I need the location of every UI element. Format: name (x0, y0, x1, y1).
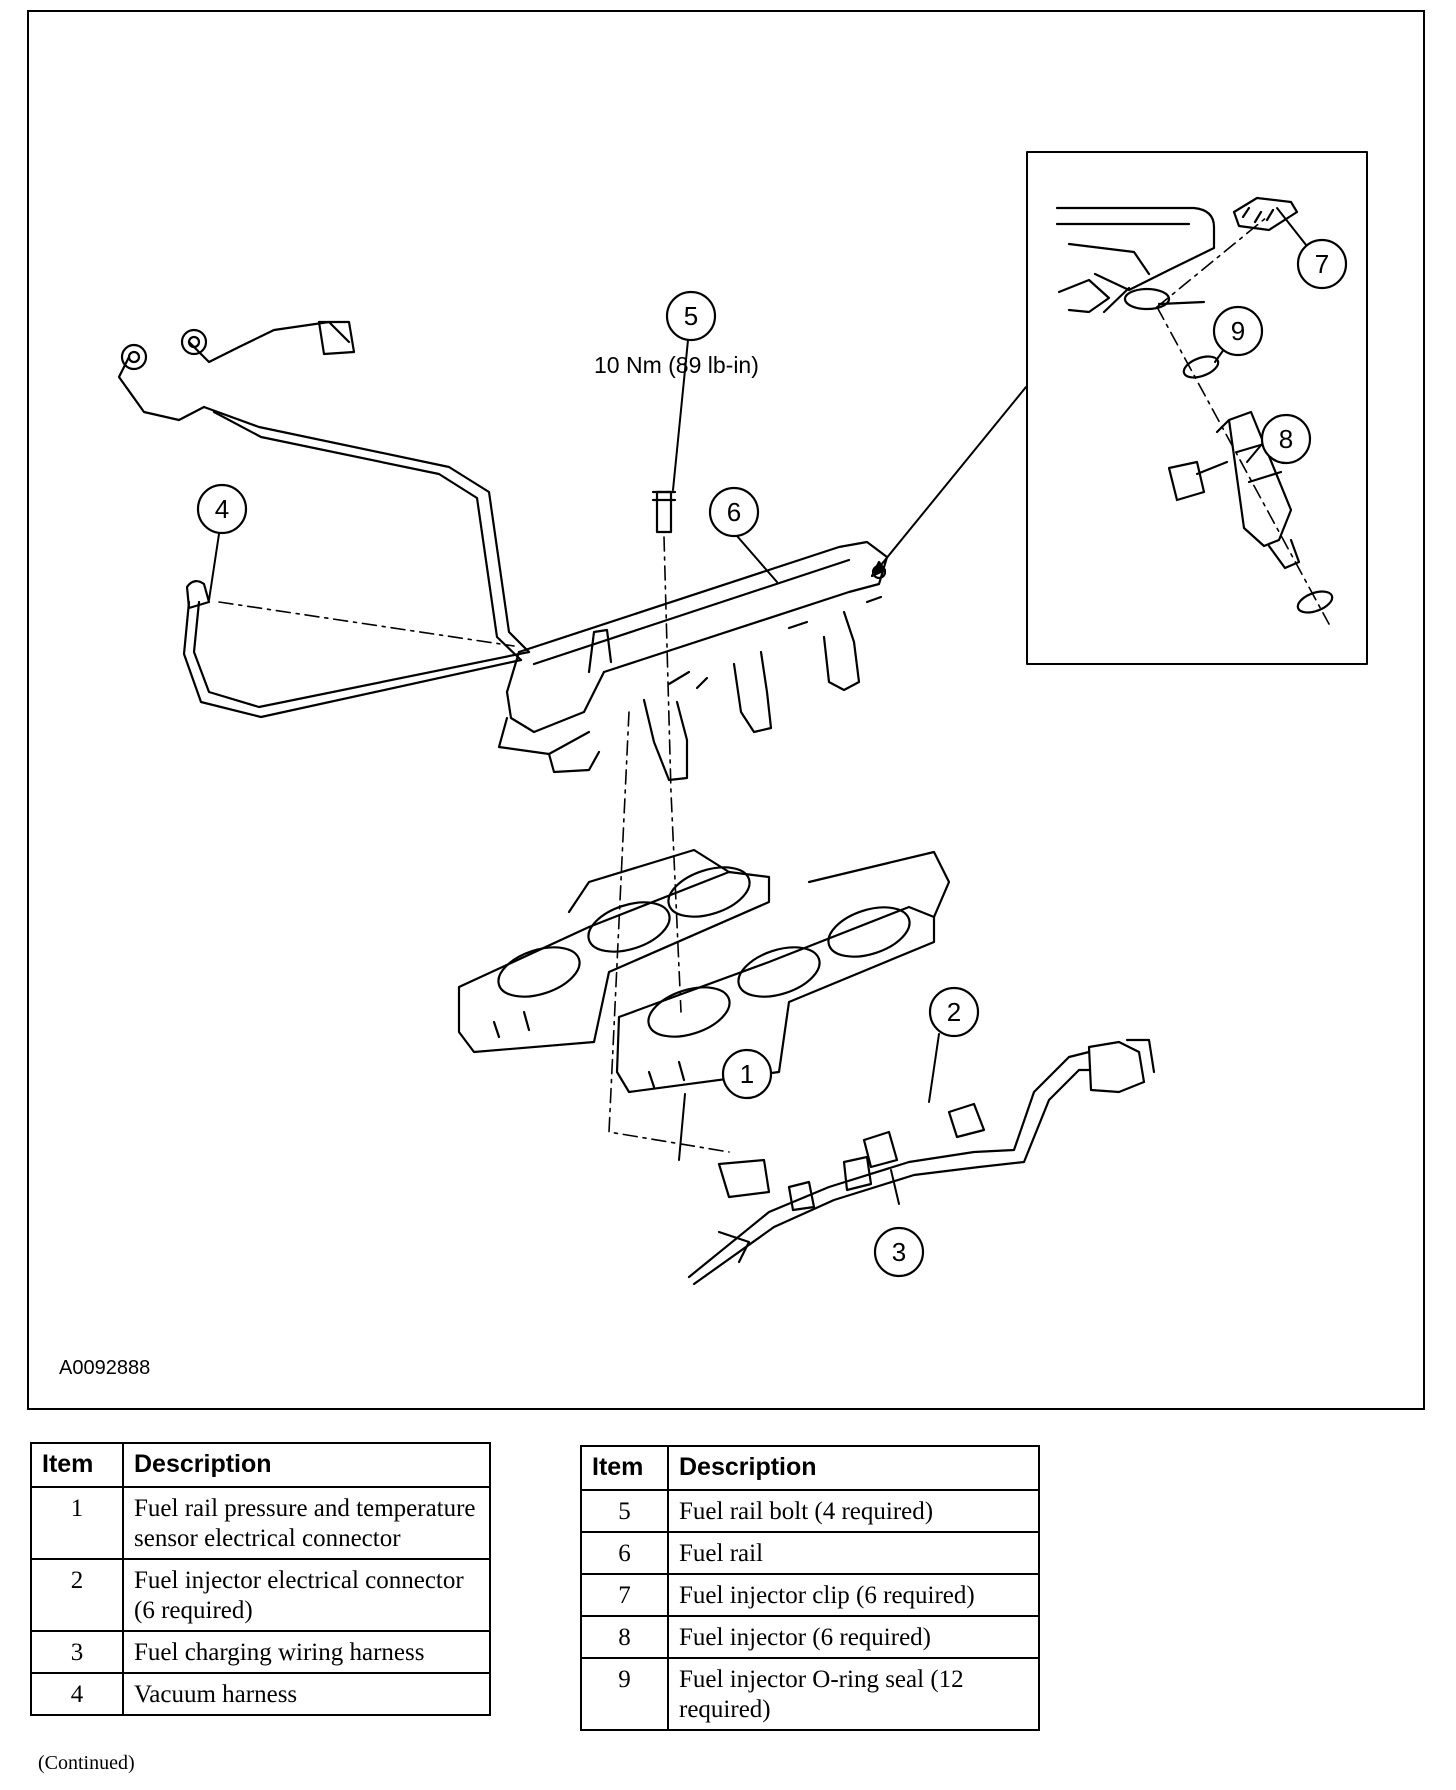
callout-3: 3 (873, 1226, 925, 1278)
callout-6: 6 (708, 486, 760, 538)
fuel-rail-bolt-drawing (651, 490, 677, 534)
callout-2: 2 (928, 986, 980, 1038)
callout-8: 8 (1260, 413, 1312, 465)
item-number: 8 (580, 1615, 669, 1659)
item-number: 1 (30, 1486, 124, 1560)
wiring-harness-drawing (687, 1038, 1156, 1286)
legend-table-left: Item Description 1 Fuel rail pressure an… (30, 1442, 491, 1716)
table-header-row: Item Description (580, 1445, 1040, 1491)
svg-text:7: 7 (1315, 249, 1329, 279)
figure-id: A0092888 (59, 1357, 151, 1379)
callout-1: 1 (721, 1048, 773, 1100)
item-description: Fuel rail bolt (4 required) (667, 1489, 1040, 1533)
table-row: 2 Fuel injector electrical connector (6 … (30, 1558, 491, 1632)
item-description: Vacuum harness (122, 1672, 491, 1716)
column-header-description: Description (667, 1445, 1040, 1491)
item-description: Fuel injector (6 required) (667, 1615, 1040, 1659)
callout-9: 9 (1212, 305, 1264, 357)
item-number: 7 (580, 1573, 669, 1617)
svg-text:5: 5 (684, 301, 698, 331)
svg-text:9: 9 (1231, 316, 1245, 346)
item-number: 9 (580, 1657, 669, 1731)
torque-spec-label: 10 Nm (89 lb-in) (594, 352, 759, 378)
column-header-item: Item (30, 1442, 124, 1488)
continued-note: (Continued) (38, 1752, 135, 1774)
svg-text:2: 2 (947, 997, 961, 1027)
item-description: Fuel rail (667, 1531, 1040, 1575)
svg-text:3: 3 (892, 1237, 906, 1267)
diagram-drawing: 1 2 3 4 5 6 7 (117, 151, 1368, 1286)
svg-text:4: 4 (215, 494, 229, 524)
callout-4: 4 (196, 483, 248, 535)
fuel-rail-drawing (497, 540, 889, 782)
svg-text:1: 1 (740, 1059, 754, 1089)
item-description: Fuel injector O-ring seal (12 required) (667, 1657, 1040, 1731)
item-description: Fuel charging wiring harness (122, 1630, 491, 1674)
table-header-row: Item Description (30, 1442, 491, 1488)
table-row: 4 Vacuum harness (30, 1672, 491, 1716)
callout-bubbles: 1 2 3 4 5 6 7 (196, 238, 1348, 1278)
item-number: 2 (30, 1558, 124, 1632)
item-number: 6 (580, 1531, 669, 1575)
vacuum-harness-drawing (117, 320, 531, 719)
callout-5: 5 (665, 290, 717, 342)
table-row: 3 Fuel charging wiring harness (30, 1630, 491, 1674)
table-row: 5 Fuel rail bolt (4 required) (580, 1489, 1040, 1533)
svg-text:6: 6 (727, 497, 741, 527)
svg-text:8: 8 (1279, 424, 1293, 454)
table-row: 9 Fuel injector O-ring seal (12 required… (580, 1657, 1040, 1731)
item-description: Fuel rail pressure and temperature senso… (122, 1486, 491, 1560)
item-number: 4 (30, 1672, 124, 1716)
item-description: Fuel injector electrical connector (6 re… (122, 1558, 491, 1632)
callout-7: 7 (1296, 238, 1348, 290)
exploded-diagram: 1 2 3 4 5 6 7 (27, 10, 1425, 1410)
item-description: Fuel injector clip (6 required) (667, 1573, 1040, 1617)
detail-inset (1026, 151, 1368, 665)
item-number: 3 (30, 1630, 124, 1674)
legend-table-right: Item Description 5 Fuel rail bolt (4 req… (580, 1445, 1040, 1731)
item-number: 5 (580, 1489, 669, 1533)
column-header-item: Item (580, 1445, 669, 1491)
intake-manifold-drawing (457, 848, 951, 1094)
table-row: 7 Fuel injector clip (6 required) (580, 1573, 1040, 1617)
column-header-description: Description (122, 1442, 491, 1488)
callout-leaders (208, 207, 1322, 1205)
table-row: 1 Fuel rail pressure and temperature sen… (30, 1486, 491, 1560)
table-row: 8 Fuel injector (6 required) (580, 1615, 1040, 1659)
table-row: 6 Fuel rail (580, 1531, 1040, 1575)
